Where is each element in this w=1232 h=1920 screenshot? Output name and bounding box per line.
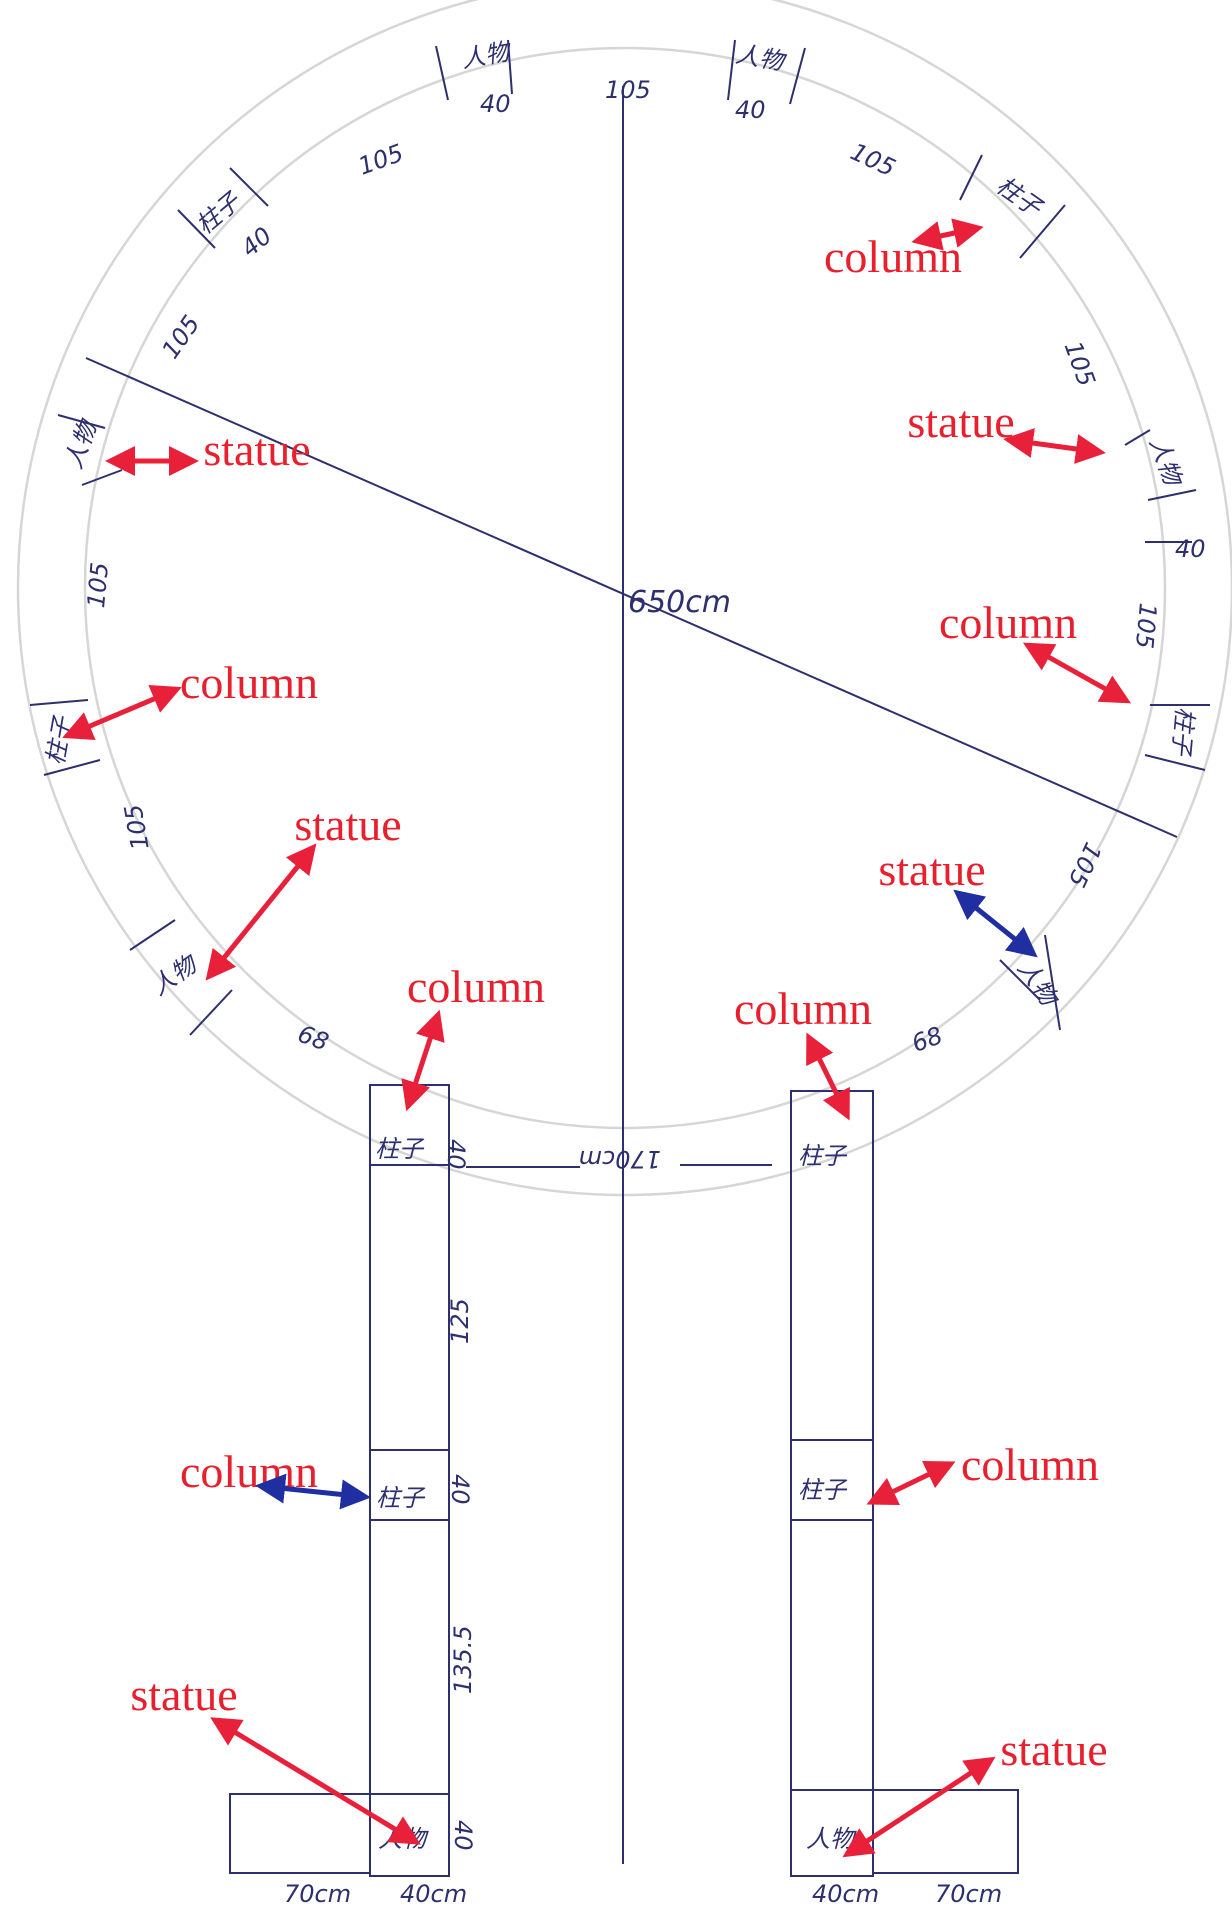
arc-105: 105 xyxy=(1059,337,1101,390)
walk-40: 40 xyxy=(446,1474,474,1505)
arrow-red xyxy=(806,1032,850,1121)
label-statue-right-walk: statue xyxy=(1000,1724,1107,1775)
arc-105: 105 xyxy=(156,310,205,364)
label-column-right: column xyxy=(939,597,1077,648)
walk-135-5: 135.5 xyxy=(449,1625,477,1694)
right-width-40cm: 40cm xyxy=(812,1880,879,1908)
arrow-red xyxy=(842,1756,996,1858)
left-column-cn-mid: 柱子 xyxy=(376,1484,426,1512)
outer-ring xyxy=(16,0,1232,1197)
arrow-red xyxy=(866,1461,956,1505)
english-labels: column statue column statue column colum… xyxy=(130,231,1107,1775)
label-statue-right-lower: statue xyxy=(878,844,985,895)
left-width-40cm: 40cm xyxy=(400,1880,467,1908)
label-statue-left: statue xyxy=(203,424,310,475)
label-column-top-right: column xyxy=(824,231,962,282)
arc-105: 105 xyxy=(355,139,408,181)
right-statue-cn: 人物 xyxy=(806,1825,857,1853)
left-column-cn-top: 柱子 xyxy=(375,1135,425,1163)
arrow-blue xyxy=(953,889,1038,958)
walk-125: 125 xyxy=(446,1298,474,1344)
arrow-blue xyxy=(255,1473,371,1510)
label-column-left: column xyxy=(180,657,318,708)
right-column-cn-mid: 柱子 xyxy=(798,1476,848,1504)
arrow-red xyxy=(1022,642,1132,704)
arrow-red xyxy=(1003,428,1106,464)
right-width-70cm: 70cm xyxy=(935,1880,1002,1908)
arrow-red xyxy=(210,1717,421,1845)
label-statue-left-walk: statue xyxy=(130,1669,237,1720)
gap-width-label: 170cm xyxy=(579,1145,661,1173)
walk-40: 40 xyxy=(442,1139,470,1170)
statue-cn: 人物 xyxy=(59,415,103,473)
label-column-left-gate: column xyxy=(407,961,545,1012)
label-statue-right: statue xyxy=(907,396,1014,447)
arc-105: 105 xyxy=(82,561,114,609)
arc-105: 105 xyxy=(846,138,899,183)
arrow-red xyxy=(911,218,984,251)
arrow-red xyxy=(205,843,317,981)
label-column-right-gate: column xyxy=(734,983,872,1034)
right-column-cn-top: 柱子 xyxy=(798,1142,848,1170)
arc-105: 105 xyxy=(1130,602,1162,650)
arc-105: 105 xyxy=(119,802,155,852)
inner-ring xyxy=(83,46,1167,1130)
pointer-arrows xyxy=(62,218,1132,1858)
ring-segment-dividers xyxy=(29,39,1210,1036)
label-statue-left-lower: statue xyxy=(294,799,401,850)
arrow-red xyxy=(401,1009,445,1112)
walk-40: 40 xyxy=(449,1820,477,1851)
left-statue-cn: 人物 xyxy=(378,1825,429,1853)
arc-105: 105 xyxy=(1062,838,1107,891)
statue-cn: 人物 xyxy=(146,949,204,1001)
arc-40: 40 xyxy=(480,90,511,118)
column-cn: 柱子 xyxy=(1167,706,1199,758)
arc-40: 40 xyxy=(735,96,766,124)
statue-cn-top-right: 人物 xyxy=(733,40,788,76)
diameter-line xyxy=(85,357,1178,838)
left-width-70cm: 70cm xyxy=(284,1880,351,1908)
statue-cn-top-left: 人物 xyxy=(459,37,514,73)
column-cn: 柱子 xyxy=(991,171,1048,223)
arc-40: 40 xyxy=(1175,535,1206,563)
diameter-label: 650cm xyxy=(628,585,731,620)
arc-105-top: 105 xyxy=(605,76,651,104)
arc-68: 68 xyxy=(294,1020,332,1057)
arrow-red xyxy=(62,685,182,740)
arc-40: 40 xyxy=(236,222,277,263)
label-column-right-walk: column xyxy=(961,1439,1099,1490)
column-cn: 柱子 xyxy=(41,713,77,767)
